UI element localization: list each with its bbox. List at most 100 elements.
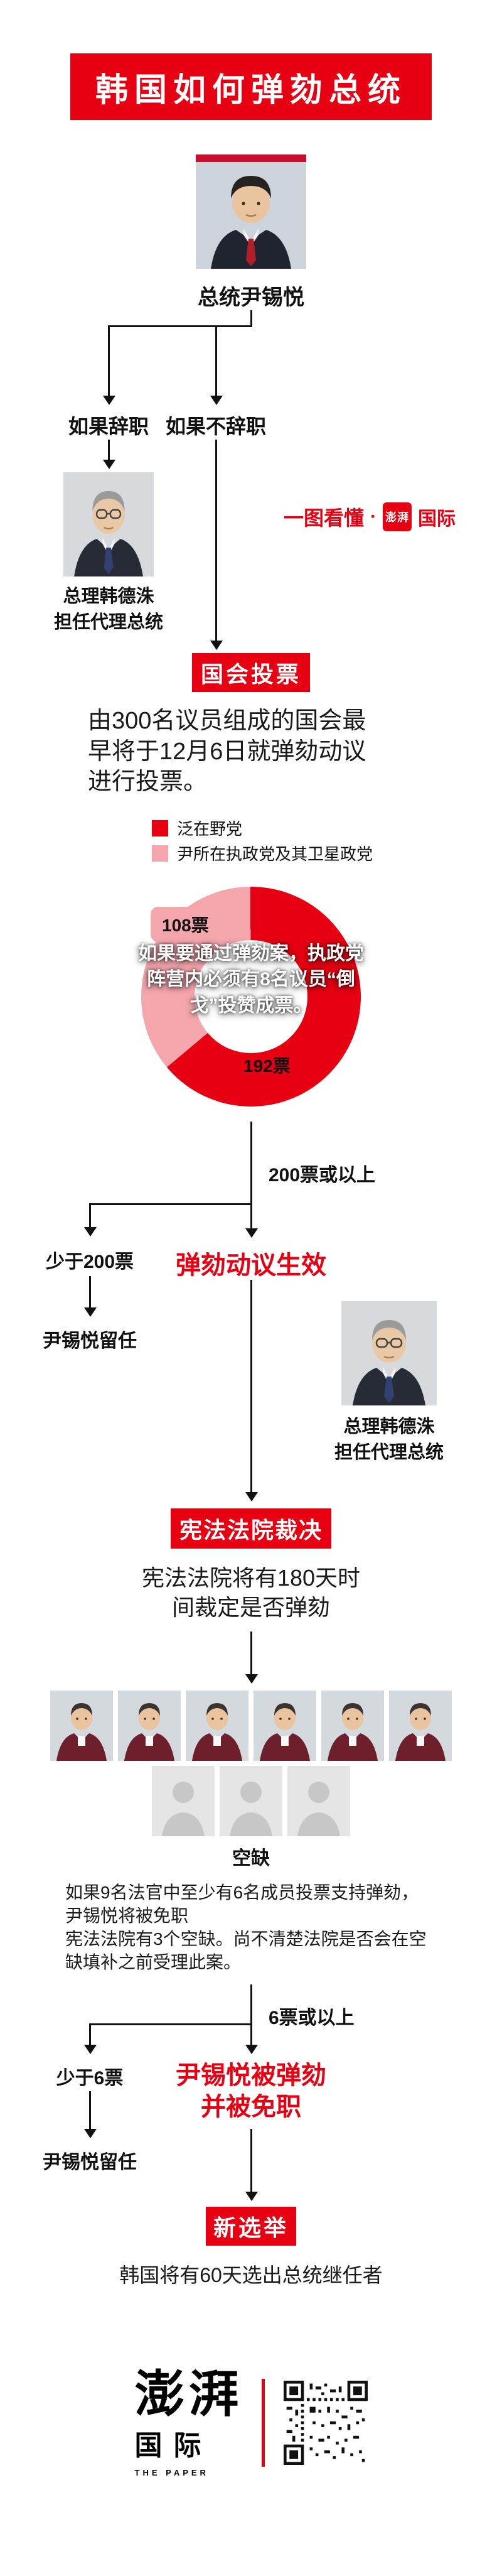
arrow-down-icon (210, 641, 223, 650)
tagline-prefix: 一图看懂 (284, 507, 365, 529)
arrow-down-icon (84, 2045, 97, 2054)
condition-under-200: 少于200票 (45, 1252, 134, 1272)
new-election-header: 新选举 (206, 2207, 296, 2246)
silhouette-icon (220, 1766, 282, 1836)
judge-photo (186, 1691, 248, 1761)
vacancy-label: 空缺 (232, 1848, 270, 1869)
acting-pm-caption-1: 总理韩德洙 担任代理总统 (53, 587, 163, 632)
court-description: 宪法法院将有180天时 间裁定是否弹劾 (141, 1565, 361, 1620)
judge-photo (321, 1691, 384, 1761)
qr-code (284, 2381, 368, 2465)
connector-line (108, 325, 252, 327)
legend-row-opposition: 泛在野党 (152, 816, 242, 840)
arrow-down-icon (103, 396, 115, 405)
arrow-down-icon (84, 1307, 97, 1317)
arrow-down-icon (245, 1228, 258, 1238)
arrow-down-icon (245, 1492, 258, 1502)
connector-line (89, 1276, 91, 1309)
connector-line (250, 310, 252, 327)
branch-label-resign: 如果辞职 (68, 415, 149, 438)
arrow-down-icon (210, 396, 223, 405)
connector-line (89, 1203, 91, 1228)
judge-portrait-icon (118, 1691, 181, 1761)
acting-pm-photo-1 (63, 472, 154, 576)
connector-line (90, 1203, 252, 1205)
condition-pass-200: 200票或以上 (269, 1165, 376, 1186)
judges-row (50, 1691, 452, 1761)
judge-portrait-icon (50, 1691, 113, 1761)
donut-hole (195, 940, 307, 1053)
connector-line (250, 1122, 252, 1230)
yoon-stays-label-2: 尹锡悦留任 (43, 2152, 137, 2173)
branch-label-not-resign: 如果不辞职 (165, 415, 266, 438)
paper-seal-logo: 澎湃 (383, 502, 412, 531)
paper-logo: 澎湃 国际 THE PAPER (135, 2369, 243, 2477)
acting-pm-caption-2: 总理韩德洙 担任代理总统 (334, 1417, 444, 1463)
vacant-seat-placeholder (287, 1766, 350, 1836)
vacant-seat-placeholder (220, 1766, 282, 1836)
court-vote-note: 如果9名法官中至少有6名成员投票支持弹劾， 尹锡悦将被免职 宪法法院有3个空缺。… (65, 1883, 427, 1972)
judge-photo (50, 1691, 113, 1761)
logo-main-text: 澎湃 (134, 2366, 243, 2422)
silhouette-icon (287, 1766, 350, 1836)
connector-line (215, 440, 217, 642)
impeached-text: 尹锡悦被弹劾 并被免职 (176, 2062, 326, 2121)
brand-tagline: 一图看懂 · 澎湃 国际 (284, 502, 456, 531)
logo-sub-text: 国际 (134, 2430, 213, 2461)
logo-english-text: THE PAPER (134, 2467, 209, 2477)
legend-swatch-pink (152, 845, 168, 862)
judge-photo (389, 1691, 452, 1761)
connector-line (89, 2023, 91, 2046)
vacant-seat-placeholder (152, 1766, 215, 1836)
motion-effective-text: 弹劾动议生效 (176, 1252, 326, 1279)
tagline-suffix: 国际 (418, 509, 456, 529)
connector-line (250, 1984, 252, 2046)
footer-brand: 澎湃 国际 THE PAPER (0, 2369, 502, 2477)
arrow-down-icon (245, 1674, 258, 1684)
yoon-stays-label-1: 尹锡悦留任 (43, 1331, 137, 1351)
president-portrait-icon (196, 154, 306, 269)
arrow-down-icon (103, 460, 115, 469)
connector-line (108, 325, 110, 397)
condition-under-6: 少于6票 (56, 2068, 124, 2089)
red-divider (261, 2379, 265, 2467)
judge-portrait-icon (254, 1691, 316, 1761)
judge-photo (254, 1691, 316, 1761)
silhouette-icon (152, 1766, 215, 1836)
condition-pass-6: 6票或以上 (269, 2008, 355, 2028)
connector-line (215, 325, 217, 397)
legend-swatch-red (152, 820, 168, 836)
page-title: 韩国如何弹劾总统 (70, 53, 432, 120)
court-ruling-header: 宪法法院裁决 (171, 1508, 331, 1549)
judge-photo (118, 1691, 181, 1761)
election-description: 韩国将有60天选出总统继任者 (119, 2264, 383, 2286)
president-caption: 总统尹锡悦 (198, 286, 304, 310)
connector-line (250, 1632, 252, 1675)
assembly-vote-description: 由300名议员组成的国会最 早将于12月6日就弹劾动议 进行投票。 (88, 708, 366, 796)
president-photo (196, 154, 306, 269)
acting-pm-photo-2 (341, 1301, 437, 1405)
donut-annotation: 如果要通过弹劾案，执政党 阵营内必须有8名议员“倒 戈”投赞成票。 (138, 943, 364, 1016)
pm-portrait-icon (63, 472, 154, 576)
judge-portrait-icon (186, 1691, 248, 1761)
donut-label-108: 108票 (151, 907, 220, 942)
assembly-vote-header: 国会投票 (192, 653, 310, 692)
arrow-down-icon (245, 2192, 258, 2201)
vacant-seats-row (152, 1766, 350, 1836)
tagline-dot: · (370, 506, 377, 527)
arrow-down-icon (245, 2045, 258, 2054)
connector-line (250, 1280, 252, 1493)
pm-portrait-icon (341, 1301, 437, 1405)
arrow-down-icon (84, 1227, 97, 1237)
connector-line (108, 440, 110, 461)
legend-label-ruling: 尹所在执政党及其卫星政党 (177, 845, 373, 863)
arrow-down-icon (84, 2129, 97, 2138)
legend-row-ruling: 尹所在执政党及其卫星政党 (152, 842, 373, 865)
legend-label-opposition: 泛在野党 (177, 820, 243, 838)
judge-portrait-icon (389, 1691, 452, 1761)
seat-donut-chart (141, 887, 361, 1107)
donut-label-192: 192票 (243, 1056, 291, 1076)
connector-line (90, 2023, 252, 2025)
judge-portrait-icon (321, 1691, 384, 1761)
